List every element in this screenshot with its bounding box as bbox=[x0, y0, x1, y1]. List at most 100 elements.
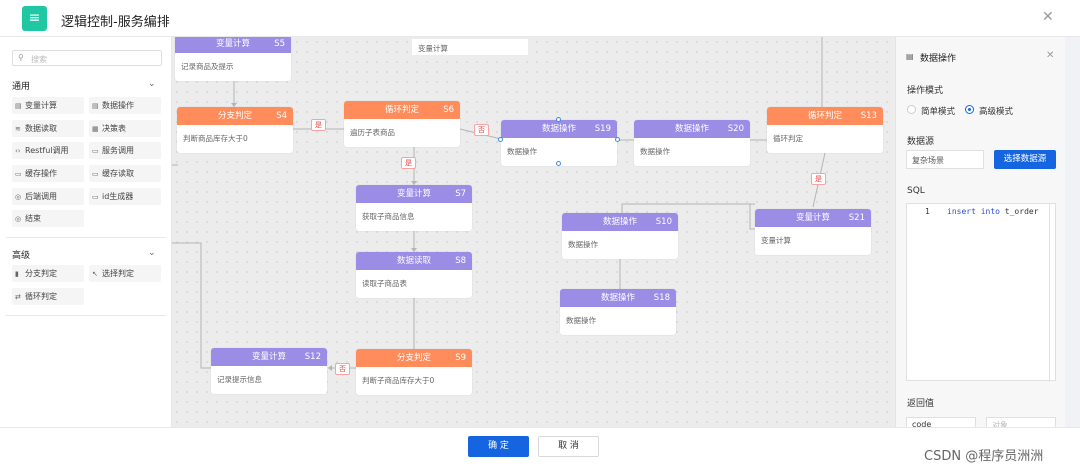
confirm-button[interactable]: 确 定 bbox=[468, 436, 529, 457]
connection-port[interactable] bbox=[556, 161, 561, 166]
node-id: S21 bbox=[848, 213, 865, 223]
flow-node-s12[interactable]: 变量计算 S12 记录提示信息 bbox=[211, 348, 327, 394]
node-desc: 读取子商品表 bbox=[362, 279, 407, 288]
cache-icon: ▭ bbox=[15, 170, 22, 178]
datasource-field[interactable]: 复杂场景 bbox=[906, 150, 984, 169]
search-placeholder: 搜索 bbox=[31, 55, 47, 64]
node-desc: 记录提示信息 bbox=[217, 375, 262, 384]
node-title: 分支判定 bbox=[217, 111, 252, 121]
edge-tag-no: 否 bbox=[474, 124, 489, 136]
dialog-title: 逻辑控制-服务编排 bbox=[61, 15, 170, 30]
palette-item[interactable]: ▦决策表 bbox=[89, 120, 161, 137]
select-datasource-button[interactable]: 选择数据源 bbox=[994, 150, 1056, 169]
cache-read-icon: ▭ bbox=[92, 170, 99, 178]
node-id: S8 bbox=[455, 256, 466, 266]
node-id: S4 bbox=[276, 111, 287, 121]
cancel-button[interactable]: 取 消 bbox=[538, 436, 599, 457]
partial-node-top[interactable]: 变量计算 bbox=[412, 39, 528, 55]
close-icon[interactable]: ✕ bbox=[1046, 50, 1055, 61]
sql-label: SQL bbox=[907, 186, 925, 196]
group-title-common: 通用 bbox=[12, 82, 31, 92]
node-desc: 数据操作 bbox=[507, 147, 537, 156]
backend-icon: ◎ bbox=[15, 193, 22, 201]
radio-label: 高级模式 bbox=[979, 107, 1014, 117]
dialog-header: ≡ 逻辑控制-服务编排 ✕ bbox=[0, 0, 1080, 37]
editor-scrollbar[interactable] bbox=[1049, 204, 1057, 382]
edge-tag-yes: 是 bbox=[401, 157, 416, 169]
folder-icon: ▭ bbox=[92, 147, 99, 155]
node-desc: 数据操作 bbox=[568, 240, 598, 249]
database-icon: ≋ bbox=[15, 125, 21, 133]
node-title: 变量计算 bbox=[795, 213, 830, 223]
data-op-icon: ▤ bbox=[92, 102, 99, 110]
menu-list-icon: ≡ bbox=[22, 6, 47, 31]
node-title: 变量计算 bbox=[251, 352, 286, 362]
node-id: S19 bbox=[594, 124, 611, 134]
radio-advanced-mode[interactable] bbox=[965, 105, 974, 114]
palette-item[interactable]: ▤变量计算 bbox=[12, 97, 84, 114]
close-icon[interactable]: ✕ bbox=[1042, 9, 1054, 25]
palette-item[interactable]: ‹›Restful调用 bbox=[12, 142, 84, 159]
chevron-down-icon[interactable]: ⌄ bbox=[148, 79, 156, 89]
flow-node-s6[interactable]: 循环判定 S6 遍历子表商品 bbox=[344, 101, 460, 147]
node-title: 循环判定 bbox=[384, 105, 419, 115]
node-title: 数据操作 bbox=[600, 293, 635, 303]
node-id: S18 bbox=[653, 293, 670, 303]
sql-editor[interactable]: 1 insert into t_order bbox=[906, 203, 1057, 382]
line-number: 1 bbox=[925, 207, 930, 216]
dialog-footer: 确 定 取 消 bbox=[0, 427, 1080, 471]
id-generator-icon: ▭ bbox=[92, 193, 99, 201]
node-id: S5 bbox=[274, 39, 285, 49]
palette-item[interactable]: ◎后端调用 bbox=[12, 188, 84, 205]
palette-item[interactable]: ↖选择判定 bbox=[89, 265, 161, 282]
connection-port[interactable] bbox=[615, 137, 620, 142]
node-desc: 遍历子表商品 bbox=[350, 128, 395, 137]
node-desc: 记录商品及提示 bbox=[181, 62, 234, 71]
node-title: 数据操作 bbox=[602, 217, 637, 227]
datasource-label: 数据源 bbox=[907, 137, 935, 147]
chevron-down-icon[interactable]: ⌄ bbox=[148, 248, 156, 258]
return-label: 返回值 bbox=[907, 399, 935, 409]
palette-item[interactable]: ▭服务调用 bbox=[89, 142, 161, 159]
node-id: S12 bbox=[304, 352, 321, 362]
palette-item[interactable]: ≋数据读取 bbox=[12, 120, 84, 137]
select-icon: ↖ bbox=[92, 270, 98, 278]
node-id: S20 bbox=[727, 124, 744, 134]
node-id: S7 bbox=[455, 189, 466, 199]
node-desc: 获取子商品信息 bbox=[362, 212, 415, 221]
palette-item[interactable]: ▤数据操作 bbox=[89, 97, 161, 114]
node-title: 分支判定 bbox=[396, 353, 431, 363]
palette-item[interactable]: ▭id生成器 bbox=[89, 188, 161, 205]
search-input[interactable]: ⚲ 搜索 bbox=[12, 50, 162, 66]
connection-port[interactable] bbox=[498, 137, 503, 142]
node-desc: 判断子商品库存大于0 bbox=[362, 376, 435, 385]
node-id: S6 bbox=[443, 105, 454, 115]
decision-table-icon: ▦ bbox=[92, 125, 99, 133]
data-op-icon: ▤ bbox=[906, 52, 914, 61]
flow-node-s5[interactable]: 变量计算 S5 记录商品及提示 bbox=[175, 37, 291, 81]
palette-item[interactable]: ▭缓存读取 bbox=[89, 165, 161, 182]
edge-tag-yes: 是 bbox=[311, 119, 326, 131]
node-title: 变量计算 bbox=[215, 39, 250, 49]
palette-item[interactable]: ⇄循环判定 bbox=[12, 288, 84, 305]
node-desc: 循环判定 bbox=[773, 134, 803, 143]
radio-simple-mode[interactable] bbox=[907, 105, 916, 114]
end-icon: ◎ bbox=[15, 215, 22, 223]
palette-item[interactable]: ◎结束 bbox=[12, 210, 84, 227]
connection-port[interactable] bbox=[556, 117, 561, 122]
panel-title: 数据操作 bbox=[920, 54, 957, 64]
palette-item[interactable]: ▭缓存操作 bbox=[12, 165, 84, 182]
palette-item[interactable]: ▮分支判定 bbox=[12, 265, 84, 282]
node-title: 循环判定 bbox=[807, 111, 842, 121]
